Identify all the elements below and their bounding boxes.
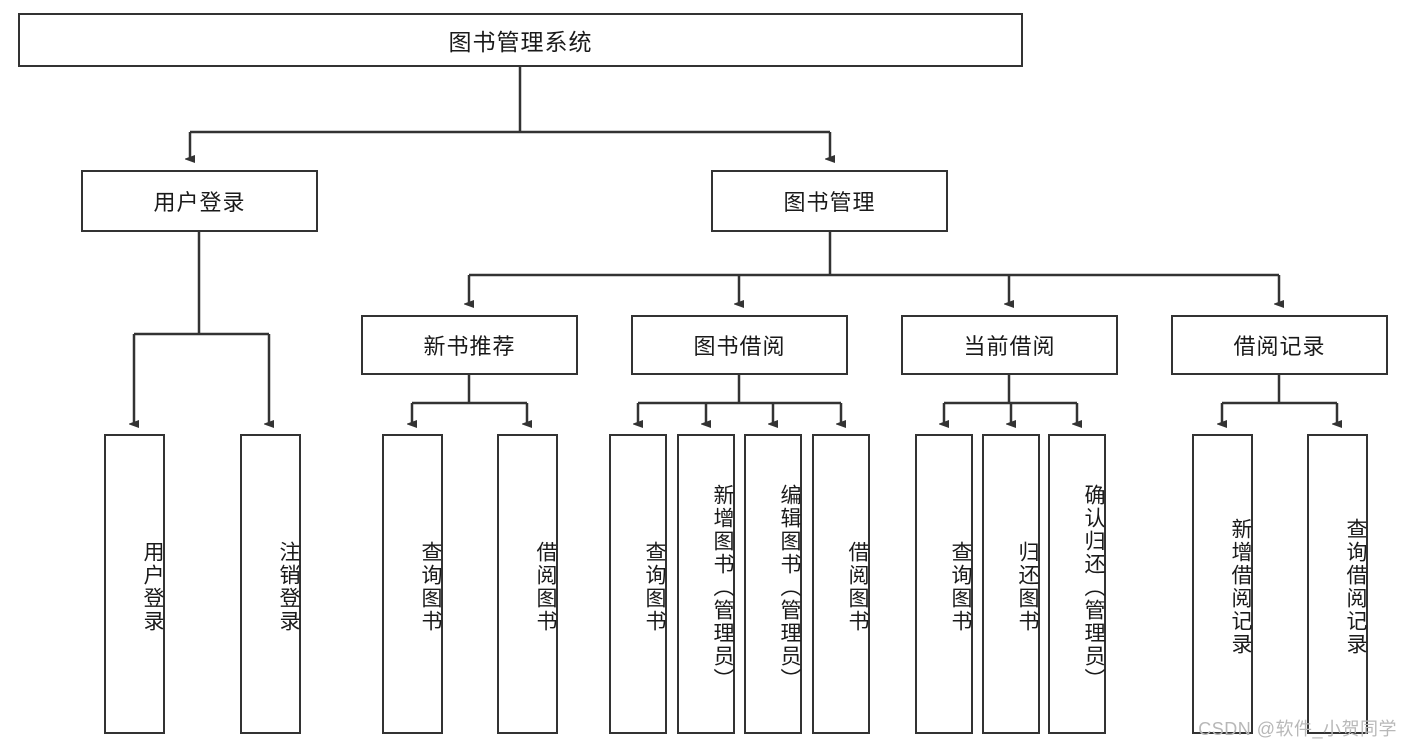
node-label: 当前借阅	[963, 334, 1056, 359]
node-label: 查询图书	[949, 541, 972, 633]
node-label: 图书管理系统	[448, 29, 593, 55]
node-label: 图书管理	[783, 190, 876, 215]
node-root-book-management-system[interactable]: 图书管理系统	[18, 13, 1023, 67]
node-borrow-record[interactable]: 借阅记录	[1171, 315, 1388, 375]
node-user-login[interactable]: 用户登录	[81, 170, 318, 232]
node-label: 查询图书	[419, 541, 442, 633]
node-label: 注销登录	[277, 541, 300, 633]
node-label: 借阅图书	[846, 541, 869, 633]
leaf-edit-book-admin[interactable]: 编辑图书（管理员）	[744, 434, 802, 734]
node-new-book-recommend[interactable]: 新书推荐	[361, 315, 578, 375]
node-label: 借阅图书	[534, 541, 557, 633]
leaf-add-book-admin[interactable]: 新增图书（管理员）	[677, 434, 735, 734]
leaf-borrow-book-recommend[interactable]: 借阅图书	[497, 434, 558, 734]
node-label: 新增借阅记录	[1229, 518, 1252, 656]
leaf-query-book-recommend[interactable]: 查询图书	[382, 434, 443, 734]
node-label: 图书借阅	[693, 334, 786, 359]
node-label: 确认归还（管理员）	[1082, 483, 1105, 691]
leaf-query-borrow-record[interactable]: 查询借阅记录	[1307, 434, 1368, 734]
node-label: 新增图书（管理员）	[711, 483, 734, 691]
leaf-borrow-book-borrow[interactable]: 借阅图书	[812, 434, 870, 734]
node-label: 用户登录	[141, 541, 164, 633]
leaf-query-book-borrow[interactable]: 查询图书	[609, 434, 667, 734]
csdn-watermark: CSDN @软件_小贺同学	[1198, 719, 1397, 739]
node-book-management[interactable]: 图书管理	[711, 170, 948, 232]
leaf-confirm-return-admin[interactable]: 确认归还（管理员）	[1048, 434, 1106, 734]
leaf-logout-login[interactable]: 注销登录	[240, 434, 301, 734]
node-label: 查询图书	[643, 541, 666, 633]
node-book-borrow[interactable]: 图书借阅	[631, 315, 848, 375]
node-label: 查询借阅记录	[1344, 518, 1367, 656]
leaf-return-book[interactable]: 归还图书	[982, 434, 1040, 734]
node-label: 归还图书	[1016, 541, 1039, 633]
node-current-borrow[interactable]: 当前借阅	[901, 315, 1118, 375]
leaf-query-book-current[interactable]: 查询图书	[915, 434, 973, 734]
node-label: 新书推荐	[423, 334, 516, 359]
leaf-add-borrow-record[interactable]: 新增借阅记录	[1192, 434, 1253, 734]
node-label: 编辑图书（管理员）	[778, 483, 801, 691]
node-label: 借阅记录	[1233, 334, 1326, 359]
node-label: 用户登录	[153, 190, 246, 215]
leaf-user-login[interactable]: 用户登录	[104, 434, 165, 734]
